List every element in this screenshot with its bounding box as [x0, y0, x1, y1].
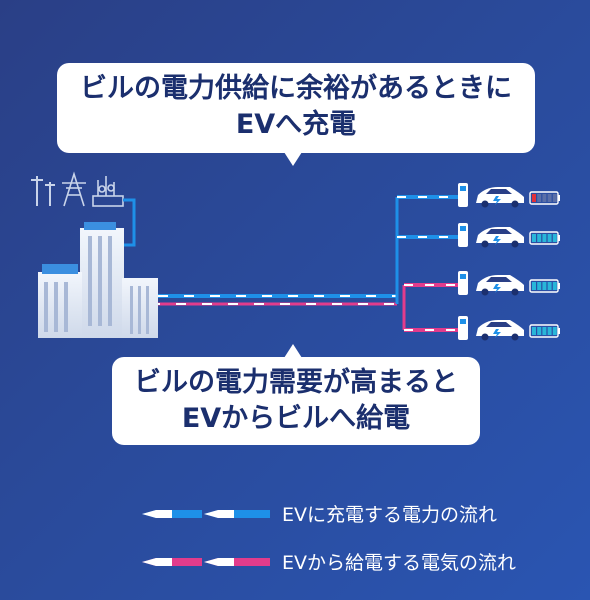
battery-icon	[529, 279, 560, 293]
legend-charge-swatch	[142, 509, 270, 518]
substation-icon	[92, 176, 124, 207]
legend-discharge-swatch	[142, 557, 270, 566]
transmission-tower-icon	[62, 171, 86, 207]
callout-discharge-tail	[284, 344, 302, 358]
ev-row	[458, 316, 560, 341]
legend-charge-label: EVに充電する電力の流れ	[282, 504, 498, 526]
callout-charge-line2: EVへ充電	[235, 109, 357, 140]
ev-car-icon	[476, 320, 524, 341]
battery-icon	[529, 324, 560, 338]
ev-row	[458, 223, 560, 248]
charge-branches	[397, 195, 458, 239]
callout-charge: ビルの電力供給に余裕があるときに EVへ充電	[57, 63, 535, 153]
discharge-branches	[404, 283, 458, 332]
legend-discharge: EVから給電する電気の流れ	[142, 548, 516, 575]
ev-row	[458, 271, 560, 296]
charger-icon	[458, 271, 468, 295]
battery-icon	[529, 231, 560, 245]
callout-discharge-line1: ビルの電力需要が高まると	[134, 367, 458, 398]
callout-discharge-line2: EVからビルへ給電	[181, 403, 411, 434]
ev-car-icon	[476, 187, 524, 208]
battery-icon	[529, 191, 560, 205]
ev-car-icon	[476, 275, 524, 296]
legend-charge: EVに充電する電力の流れ	[142, 500, 497, 527]
charger-icon	[458, 183, 468, 207]
main-power-bus	[158, 294, 397, 306]
ev-car-icon	[476, 227, 524, 248]
callout-discharge: ビルの電力需要が高まると EVからビルへ給電	[112, 357, 480, 445]
callout-charge-tail	[284, 152, 302, 166]
utility-pole-icon	[31, 176, 55, 206]
charger-icon	[458, 316, 468, 340]
charger-icon	[458, 223, 468, 247]
ev-row	[458, 183, 560, 208]
callout-charge-line1: ビルの電力供給に余裕があるときに	[80, 73, 512, 104]
legend-discharge-label: EVから給電する電気の流れ	[282, 552, 517, 574]
office-building-icon	[38, 222, 158, 338]
